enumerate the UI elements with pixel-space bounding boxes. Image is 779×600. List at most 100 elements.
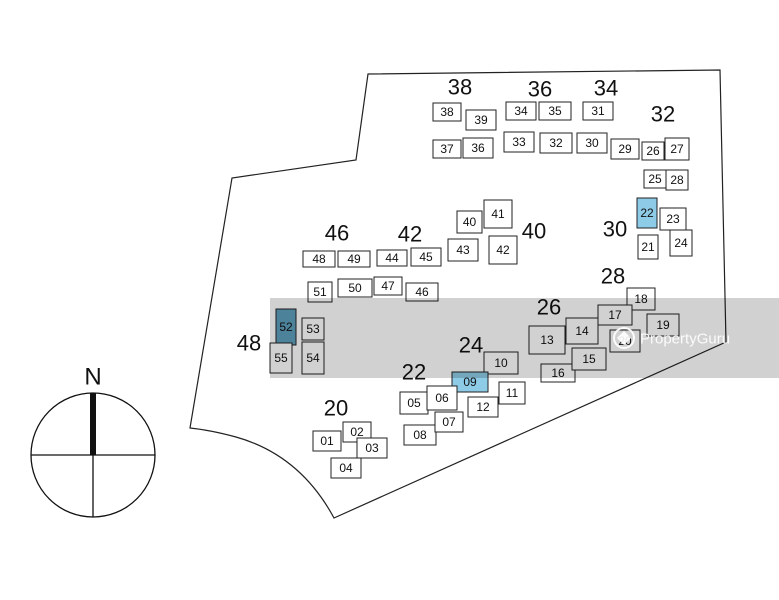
unit-outline[interactable]	[301, 341, 325, 375]
unit-11[interactable]: 11	[498, 381, 526, 405]
unit-48[interactable]: 48	[302, 250, 336, 268]
unit-02[interactable]: 02	[342, 421, 372, 443]
unit-outline[interactable]	[571, 347, 607, 371]
unit-outline[interactable]	[301, 317, 325, 341]
unit-42[interactable]: 42	[488, 235, 518, 265]
unit-outline[interactable]	[373, 276, 403, 296]
unit-outline[interactable]	[503, 131, 535, 153]
unit-outline[interactable]	[665, 169, 689, 191]
unit-outline[interactable]	[488, 235, 518, 265]
unit-outline[interactable]	[451, 371, 489, 393]
unit-outline[interactable]	[641, 141, 665, 161]
unit-outline[interactable]	[312, 430, 342, 452]
unit-46[interactable]: 46	[405, 282, 439, 302]
unit-23[interactable]: 23	[659, 207, 687, 231]
unit-outline[interactable]	[582, 101, 614, 121]
unit-49[interactable]: 49	[337, 250, 371, 268]
unit-outline[interactable]	[483, 199, 513, 229]
unit-outline[interactable]	[426, 385, 458, 411]
unit-21[interactable]: 21	[637, 234, 659, 260]
unit-04[interactable]: 04	[330, 457, 362, 479]
unit-12[interactable]: 12	[467, 396, 499, 418]
unit-24[interactable]: 24	[669, 229, 693, 257]
unit-outline[interactable]	[539, 132, 573, 154]
unit-15[interactable]: 15	[571, 347, 607, 371]
unit-outline[interactable]	[432, 139, 462, 159]
unit-40[interactable]: 40	[456, 210, 483, 234]
unit-27[interactable]: 27	[664, 137, 690, 161]
unit-54[interactable]: 54	[301, 341, 325, 375]
unit-outline[interactable]	[528, 325, 566, 355]
unit-outline[interactable]	[434, 411, 464, 433]
unit-28[interactable]: 28	[665, 169, 689, 191]
unit-outline[interactable]	[465, 109, 497, 131]
unit-38[interactable]: 38	[432, 102, 462, 122]
unit-outline[interactable]	[269, 342, 293, 374]
unit-outline[interactable]	[505, 101, 537, 121]
unit-16[interactable]: 16	[540, 363, 576, 383]
unit-outline[interactable]	[626, 287, 656, 311]
unit-18[interactable]: 18	[626, 287, 656, 311]
unit-36[interactable]: 36	[462, 137, 494, 159]
unit-31[interactable]: 31	[582, 101, 614, 121]
unit-53[interactable]: 53	[301, 317, 325, 341]
unit-outline[interactable]	[565, 317, 599, 345]
unit-44[interactable]: 44	[376, 249, 408, 267]
unit-outline[interactable]	[337, 250, 371, 268]
unit-14[interactable]: 14	[565, 317, 599, 345]
unit-outline[interactable]	[405, 282, 439, 302]
unit-47[interactable]: 47	[373, 276, 403, 296]
unit-outline[interactable]	[636, 197, 658, 229]
unit-29[interactable]: 29	[610, 138, 640, 160]
unit-50[interactable]: 50	[337, 278, 373, 298]
unit-45[interactable]: 45	[410, 247, 442, 267]
unit-outline[interactable]	[376, 249, 408, 267]
unit-43[interactable]: 43	[447, 238, 479, 262]
unit-41[interactable]: 41	[483, 199, 513, 229]
unit-07[interactable]: 07	[434, 411, 464, 433]
unit-37[interactable]: 37	[432, 139, 462, 159]
unit-06[interactable]: 06	[426, 385, 458, 411]
unit-10[interactable]: 10	[483, 351, 519, 375]
unit-outline[interactable]	[483, 351, 519, 375]
unit-outline[interactable]	[403, 424, 437, 446]
unit-01[interactable]: 01	[312, 430, 342, 452]
unit-55[interactable]: 55	[269, 342, 293, 374]
unit-outline[interactable]	[456, 210, 483, 234]
unit-51[interactable]: 51	[307, 281, 333, 303]
unit-05[interactable]: 05	[399, 391, 429, 415]
unit-outline[interactable]	[540, 363, 576, 383]
unit-30[interactable]: 30	[576, 132, 608, 154]
unit-outline[interactable]	[597, 304, 633, 326]
unit-33[interactable]: 33	[503, 131, 535, 153]
unit-19[interactable]: 19	[646, 313, 680, 337]
unit-outline[interactable]	[538, 101, 572, 121]
unit-outline[interactable]	[410, 247, 442, 267]
unit-outline[interactable]	[307, 281, 333, 303]
unit-13[interactable]: 13	[528, 325, 566, 355]
unit-outline[interactable]	[576, 132, 608, 154]
unit-32[interactable]: 32	[539, 132, 573, 154]
unit-outline[interactable]	[356, 437, 388, 459]
unit-03[interactable]: 03	[356, 437, 388, 459]
unit-outline[interactable]	[330, 457, 362, 479]
unit-22[interactable]: 22	[636, 197, 658, 229]
unit-outline[interactable]	[637, 234, 659, 260]
unit-outline[interactable]	[646, 313, 680, 337]
unit-outline[interactable]	[432, 102, 462, 122]
unit-outline[interactable]	[664, 137, 690, 161]
unit-25[interactable]: 25	[643, 169, 667, 189]
unit-outline[interactable]	[337, 278, 373, 298]
unit-08[interactable]: 08	[403, 424, 437, 446]
unit-outline[interactable]	[467, 396, 499, 418]
unit-outline[interactable]	[447, 238, 479, 262]
unit-39[interactable]: 39	[465, 109, 497, 131]
unit-09[interactable]: 09	[451, 371, 489, 393]
unit-outline[interactable]	[302, 250, 336, 268]
unit-outline[interactable]	[462, 137, 494, 159]
unit-35[interactable]: 35	[538, 101, 572, 121]
unit-outline[interactable]	[610, 138, 640, 160]
unit-outline[interactable]	[669, 229, 693, 257]
unit-outline[interactable]	[498, 381, 526, 405]
unit-17[interactable]: 17	[597, 304, 633, 326]
